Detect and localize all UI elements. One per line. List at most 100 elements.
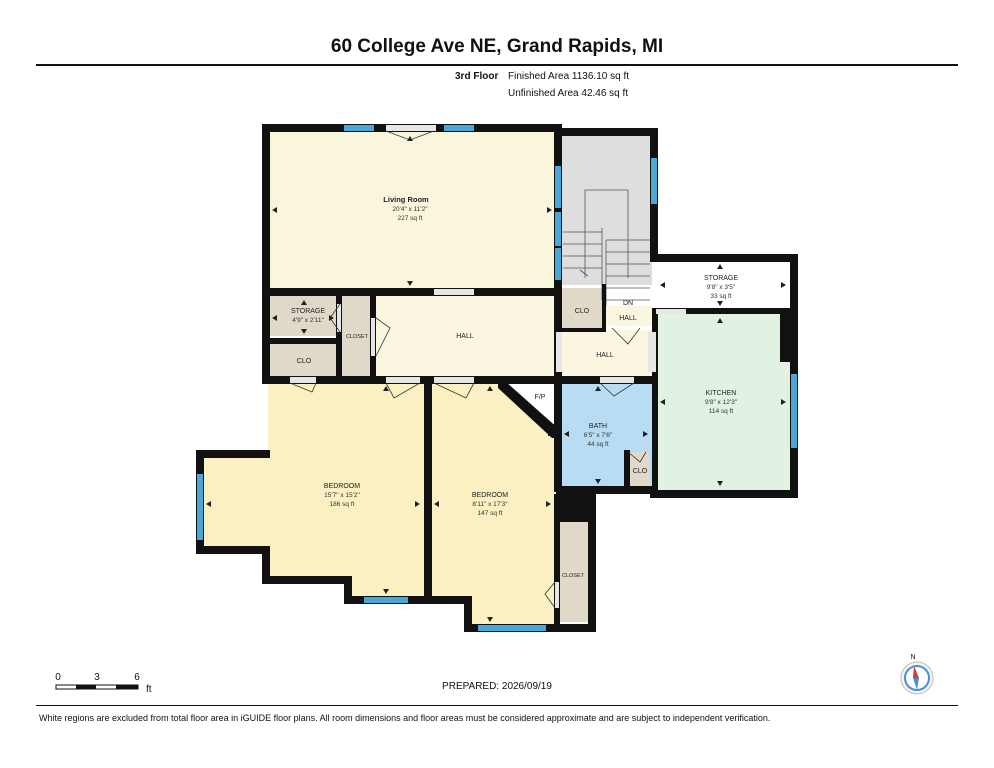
wall	[556, 486, 654, 494]
storage-left-name: STORAGE	[291, 308, 325, 315]
bedroom2-name: BEDROOM	[472, 492, 508, 499]
bath-dims: 6'5" x 7'6"	[584, 432, 613, 439]
scale-label-3: 3	[94, 672, 100, 683]
window	[344, 125, 374, 131]
door-swing	[544, 581, 556, 609]
wall	[556, 328, 606, 332]
doors	[289, 125, 686, 609]
hall-main-name: HALL	[456, 333, 474, 340]
compass-icon: N	[900, 654, 934, 695]
hall-right-name: HALL	[596, 352, 614, 359]
arrow	[717, 264, 723, 269]
scale-bar-segment	[116, 685, 138, 689]
clo-bath-name: CLO	[633, 468, 648, 475]
window	[444, 125, 474, 131]
window	[651, 158, 657, 204]
arrow	[487, 617, 493, 622]
door-opening	[290, 377, 316, 383]
compass-needle-south	[913, 678, 919, 690]
living-room-area: 227 sq ft	[398, 215, 423, 222]
scale-bar: 0 3 6 ft	[55, 672, 152, 695]
arrow	[301, 329, 307, 334]
windows	[197, 125, 797, 631]
fp-label: F/P	[535, 394, 546, 401]
page-title: 60 College Ave NE, Grand Rapids, MI	[330, 36, 664, 57]
wall	[650, 254, 798, 262]
hall-main-fill	[376, 296, 557, 376]
closet-right-name: CLOSET	[562, 573, 585, 579]
wall	[656, 308, 790, 314]
clo-stair-fill	[560, 288, 604, 330]
arrow	[660, 399, 665, 405]
header-rule	[36, 64, 958, 66]
scale-label-6: 6	[134, 672, 140, 683]
arrow	[407, 281, 413, 286]
bath-area: 44 sq ft	[587, 441, 609, 448]
living-room-dims: 20'4" x 11'2"	[392, 206, 428, 213]
arrow	[781, 399, 786, 405]
arrow	[643, 431, 648, 437]
wall	[498, 382, 560, 438]
wall	[262, 288, 562, 296]
arrow	[547, 207, 552, 213]
clo-left-fill	[268, 344, 340, 376]
living-room-name: Living Room	[383, 195, 429, 204]
closet-left-fill	[340, 296, 372, 376]
living-room-fill	[268, 130, 557, 290]
door-swing	[433, 382, 475, 399]
storage-left-dims: 4'9" x 2'11"	[292, 317, 324, 324]
hall-small-fill	[604, 306, 652, 326]
door-opening	[656, 309, 686, 314]
wall	[196, 546, 270, 554]
door-opening	[386, 377, 420, 383]
kitchen-name: KITCHEN	[706, 390, 737, 397]
scale-bar-segment	[76, 685, 96, 689]
scale-label-0: 0	[55, 672, 61, 683]
arrow	[595, 386, 601, 391]
arrow	[595, 479, 601, 484]
window	[555, 248, 561, 280]
wall	[344, 576, 352, 604]
window	[791, 374, 797, 448]
clo-bath-fill	[628, 452, 650, 486]
wall	[196, 450, 270, 458]
finished-area: Finished Area 1136.10 sq ft	[508, 71, 630, 82]
bedroom1-name: BEDROOM	[324, 483, 360, 490]
arrow	[206, 501, 211, 507]
wall	[602, 284, 606, 332]
scale-unit: ft	[146, 684, 152, 695]
door-opening	[337, 304, 341, 332]
arrow	[717, 318, 723, 323]
storage-right-name: STORAGE	[704, 275, 738, 282]
door-opening	[648, 332, 656, 372]
bedroom2-fill	[430, 382, 555, 626]
hall-small-name: HALL	[619, 315, 637, 322]
arrow	[660, 282, 665, 288]
wall	[780, 308, 794, 362]
wall	[262, 124, 270, 384]
footer-rule	[36, 705, 958, 706]
stairs	[563, 189, 650, 306]
kitchen-area: 114 sq ft	[709, 408, 734, 415]
wall	[548, 424, 556, 436]
clo-left-name: CLO	[297, 358, 312, 365]
kitchen-fill	[656, 314, 790, 490]
door-swing	[385, 382, 421, 399]
door-opening	[556, 332, 562, 372]
arrow	[301, 300, 307, 305]
storage-right-area: 33 sq ft	[710, 293, 732, 300]
arrow	[434, 501, 439, 507]
wall	[650, 490, 798, 498]
bedroom2-area: 147 sq ft	[478, 510, 503, 517]
room-fills	[202, 130, 790, 626]
arrow	[781, 282, 786, 288]
door-opening	[600, 377, 634, 383]
compass-north-label: N	[910, 654, 915, 661]
closet-left-name: CLOSET	[346, 334, 369, 340]
wall	[554, 128, 658, 136]
wall	[624, 450, 630, 490]
door-opening	[434, 289, 474, 295]
wall	[464, 596, 472, 632]
wall	[554, 124, 562, 492]
